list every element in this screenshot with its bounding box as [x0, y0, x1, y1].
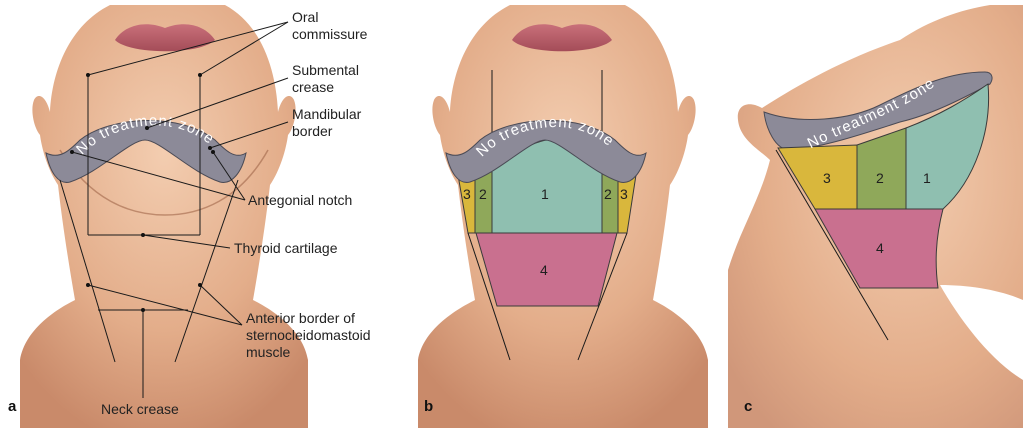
submental-crease-label: Submental crease	[292, 62, 363, 95]
antegonial-notch-label: Antegonial notch	[248, 192, 352, 208]
panel-b-zone-2-left-label: 2	[479, 186, 487, 202]
panel-c-zone-4-label: 4	[876, 240, 884, 256]
panel-a-lips	[115, 24, 215, 52]
panel-c-scm-line	[775, 149, 889, 341]
thyroid-cartilage-label: Thyroid cartilage	[234, 240, 338, 256]
panel-b-no-treatment-zone	[445, 120, 647, 183]
panel-b-zone-4	[475, 232, 618, 307]
panel-b-zone-3-right-label: 3	[620, 186, 628, 202]
panel-c: No treatment zone 3 2 1 4 c	[728, 5, 1023, 428]
panel-b-right-scm-line	[577, 232, 628, 361]
oral-commissure-leader-right	[199, 21, 289, 76]
panel-c-zone-1	[905, 83, 990, 210]
anterior-border-label: Anterior border of sternocleidomastoid m…	[246, 310, 374, 360]
panel-c-zone-2-label: 2	[876, 170, 884, 186]
panel-b-lips	[512, 24, 612, 52]
panel-a-no-treatment-zone	[45, 120, 247, 183]
panel-a-letter: a	[8, 398, 17, 415]
panel-b-zone-1-label: 1	[541, 186, 549, 202]
panel-b: No treatment zone 3 2 1 2 3 4 b	[418, 5, 708, 428]
anterior-border-leader-right	[199, 284, 243, 326]
panel-a-skin	[20, 5, 308, 428]
panel-c-zone-3-label: 3	[823, 170, 831, 186]
panel-b-letter: b	[424, 398, 433, 415]
mandibular-border-label: Mandibular border	[292, 106, 365, 139]
panel-a-left-scm-line	[59, 179, 116, 363]
panel-b-left-scm-line	[467, 232, 511, 361]
submental-crease-leader	[146, 77, 289, 129]
oral-commissure-leader-left	[87, 21, 289, 76]
panel-b-zone-4-label: 4	[540, 262, 548, 278]
panel-a-right-scm-line	[174, 179, 239, 363]
antegonial-notch-leader-right	[212, 151, 246, 201]
mandibular-border-leader	[209, 121, 289, 149]
panel-a-jaw-line	[59, 149, 269, 216]
panel-c-zone-1-label: 1	[923, 170, 931, 186]
panel-c-zone-4	[814, 208, 944, 289]
panel-b-zone-2-right-label: 2	[604, 186, 612, 202]
antegonial-notch-leader-left	[71, 151, 246, 201]
panel-c-letter: c	[744, 398, 752, 415]
panel-b-zone-3-left-label: 3	[463, 186, 471, 202]
neck-crease-label: Neck crease	[101, 401, 179, 417]
anterior-border-leader-left	[87, 284, 243, 326]
panel-a: No treatment zone Oral com	[8, 5, 374, 428]
oral-commissure-label: Oral commissure	[292, 9, 368, 42]
panel-a-leader-dots	[70, 73, 215, 312]
thyroid-cartilage-leader	[142, 234, 231, 249]
